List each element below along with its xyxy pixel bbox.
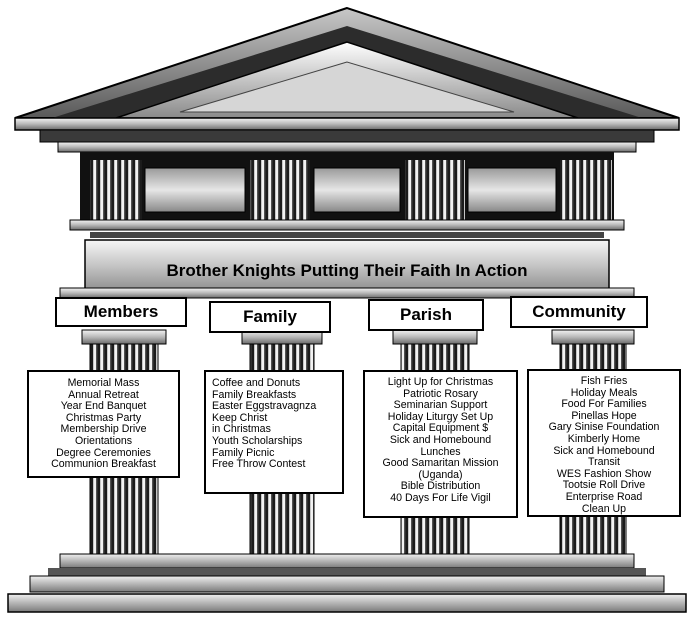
list-item: Capital Equipment $ [392, 422, 489, 435]
list-item: Tootsie Roll Drive [562, 479, 646, 492]
heading-members: Members [55, 297, 187, 327]
family-activities-box: Coffee and Donuts Family Breakfasts East… [204, 370, 344, 494]
list-item: WES Fashion Show [556, 467, 652, 480]
list-item: Transit [588, 456, 620, 469]
community-activities-box: Fish Fries Holiday Meals Food For Famili… [527, 369, 681, 517]
list-item: Christmas Party [65, 411, 142, 424]
list-item: in Christmas [212, 423, 271, 436]
family-activities-list: Coffee and Donuts Family Breakfasts East… [212, 377, 342, 471]
heading-community: Community [510, 296, 648, 328]
list-item: Bible Distribution [400, 480, 481, 493]
list-item: Seminarian Support [393, 399, 488, 412]
members-activities-list: Memorial Mass Annual Retreat Year End Ba… [29, 377, 178, 471]
heading-family: Family [209, 301, 331, 333]
list-item: Lunches [420, 445, 461, 458]
list-item: Annual Retreat [68, 388, 139, 401]
list-item: Memorial Mass [67, 377, 140, 389]
list-item: Patriotic Rosary [403, 387, 478, 400]
list-item: Communion Breakfast [51, 458, 156, 471]
members-activities-box: Memorial Mass Annual Retreat Year End Ba… [27, 370, 180, 478]
parish-activities-box: Light Up for Christmas Patriotic Rosary … [363, 370, 518, 518]
list-item: Coffee and Donuts [212, 377, 301, 389]
list-item: Family Picnic [212, 446, 275, 459]
list-item: Sick and Homebound [553, 444, 655, 457]
list-item: (Uganda) [418, 468, 463, 481]
list-item: Degree Ceremonies [56, 446, 151, 459]
list-item: Enterprise Road [565, 490, 643, 503]
list-item: Clean Up [581, 502, 627, 515]
list-item: Sick and Homebound [389, 433, 492, 446]
list-item: Family Breakfasts [212, 388, 297, 401]
list-item: Membership Drive [60, 423, 147, 436]
list-item: Light Up for Christmas [387, 376, 494, 388]
list-item: Food For Families [561, 398, 647, 411]
list-item: Easter Eggstravagnza [212, 400, 317, 413]
list-item: Pinellas Hope [571, 409, 637, 422]
list-item: Holiday Liturgy Set Up [387, 410, 494, 423]
list-item: Gary Sinise Foundation [548, 421, 660, 434]
list-item: Orientations [74, 434, 133, 447]
parish-activities-list: Light Up for Christmas Patriotic Rosary … [365, 376, 516, 505]
banner-title: Brother Knights Putting Their Faith In A… [166, 261, 528, 280]
list-item: 40 Days For Life Vigil [390, 491, 491, 504]
community-activities-list: Fish Fries Holiday Meals Food For Famili… [529, 375, 679, 515]
list-item: Good Samaritan Mission [382, 457, 499, 470]
list-item: Kimberly Home [567, 432, 641, 445]
heading-parish: Parish [368, 299, 484, 331]
list-item: Holiday Meals [570, 386, 638, 399]
list-item: Year End Banquet [60, 400, 147, 413]
list-item: Youth Scholarships [212, 434, 303, 447]
list-item: Fish Fries [580, 375, 628, 387]
list-item: Free Throw Contest [212, 458, 306, 471]
list-item: Keep Christ [212, 411, 268, 424]
